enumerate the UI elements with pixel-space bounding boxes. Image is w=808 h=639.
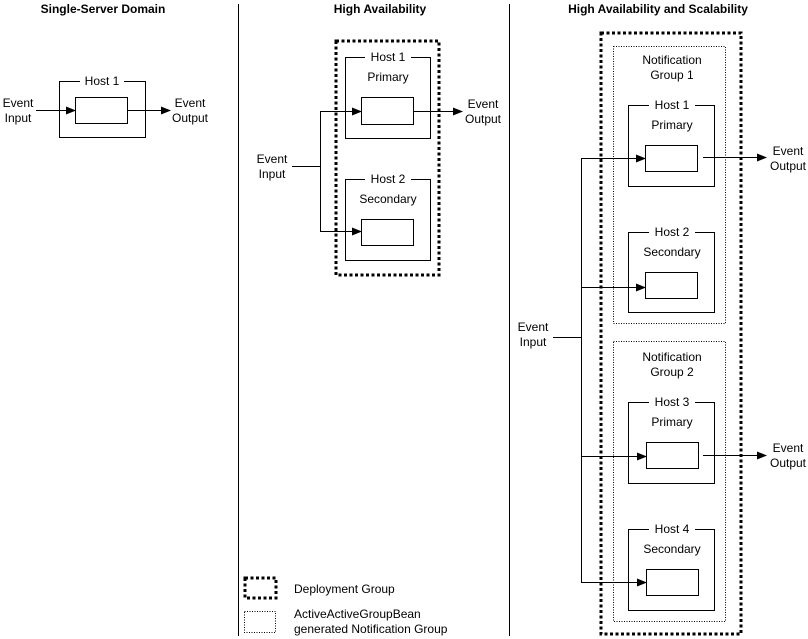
scal-group2-label-1: Notification <box>642 350 701 364</box>
scal-output1-label-1: Event <box>773 144 804 158</box>
ha-host2-role: Secondary <box>359 192 416 206</box>
legend-deployment-group-label: Deployment Group <box>294 582 395 596</box>
scal-host2-role: Secondary <box>643 245 700 259</box>
ha-heading: High Availability <box>334 2 427 16</box>
scal-host3-label-bg <box>649 395 695 409</box>
single-server-heading: Single-Server Domain <box>41 2 166 16</box>
ha-host2-label-bg <box>365 172 411 186</box>
scal-output2-label-1: Event <box>773 441 804 455</box>
scal-host4-label: Host 4 <box>655 522 690 536</box>
scal-host1-role: Primary <box>651 118 692 132</box>
scal-host3-role: Primary <box>651 415 692 429</box>
legend-notification-group-label-2: generated Notification Group <box>294 622 448 636</box>
legend-notification-group-swatch <box>244 611 276 633</box>
ha-host1-label-bg <box>365 50 411 64</box>
single-input-label-1: Event <box>3 96 34 110</box>
ha-host1-label: Host 1 <box>371 50 406 64</box>
scal-host1-label-bg <box>649 98 695 112</box>
legend: Deployment Group ActiveActiveGroupBean g… <box>243 576 448 636</box>
single-output-label-1: Event <box>175 96 206 110</box>
scal-host4-role: Secondary <box>643 542 700 556</box>
legend-deployment-group-swatch <box>243 576 278 600</box>
ha-input-label-2: Input <box>259 167 286 181</box>
panel-single-server: Single-Server Domain Host 1 Event Input … <box>3 2 209 138</box>
scal-host2-server <box>645 272 698 299</box>
scal-host3-label: Host 3 <box>655 395 690 409</box>
scal-group2-label-2: Group 2 <box>650 365 694 379</box>
legend-notification-group-label-1: ActiveActiveGroupBean <box>294 607 421 621</box>
scal-input-label-2: Input <box>520 335 547 349</box>
single-host1-label-bg <box>80 74 124 88</box>
scal-group1-label-1: Notification <box>642 53 701 67</box>
ha-output-label-1: Event <box>468 97 499 111</box>
scal-host4-server <box>646 569 699 596</box>
single-output-label-2: Output <box>172 111 209 125</box>
ha-host1-role: Primary <box>367 70 408 84</box>
panel-high-availability: High Availability Host 1 Primary Host 2 … <box>257 2 502 277</box>
scal-host1-label: Host 1 <box>655 98 690 112</box>
ha-host1-server <box>361 97 414 125</box>
scal-notification-group-1 <box>613 46 726 324</box>
scal-host3-server <box>646 442 699 469</box>
ha-input-label-1: Event <box>257 152 288 166</box>
ha-output-label-2: Output <box>465 112 502 126</box>
scal-host2-label: Host 2 <box>655 225 690 239</box>
ha-host2-server <box>361 219 414 246</box>
scal-deployment-group <box>599 31 743 636</box>
scal-output2-label-2: Output <box>770 456 807 470</box>
scal-heading: High Availability and Scalability <box>568 2 748 16</box>
ha-host2-label: Host 2 <box>371 172 406 186</box>
scal-input-label-1: Event <box>518 320 549 334</box>
panel-scalability: High Availability and Scalability Notifi… <box>518 2 807 636</box>
scal-output1-label-2: Output <box>770 159 807 173</box>
ha-deployment-group <box>334 39 441 277</box>
single-input-label-2: Input <box>5 111 32 125</box>
scal-group1-label-2: Group 1 <box>650 68 694 82</box>
scal-host4-label-bg <box>649 522 695 536</box>
single-host1-server <box>75 97 128 124</box>
single-host1-label: Host 1 <box>85 74 120 88</box>
scal-notification-group-2 <box>613 341 726 622</box>
scal-host2-label-bg <box>649 225 695 239</box>
scal-host1-server <box>645 145 698 172</box>
